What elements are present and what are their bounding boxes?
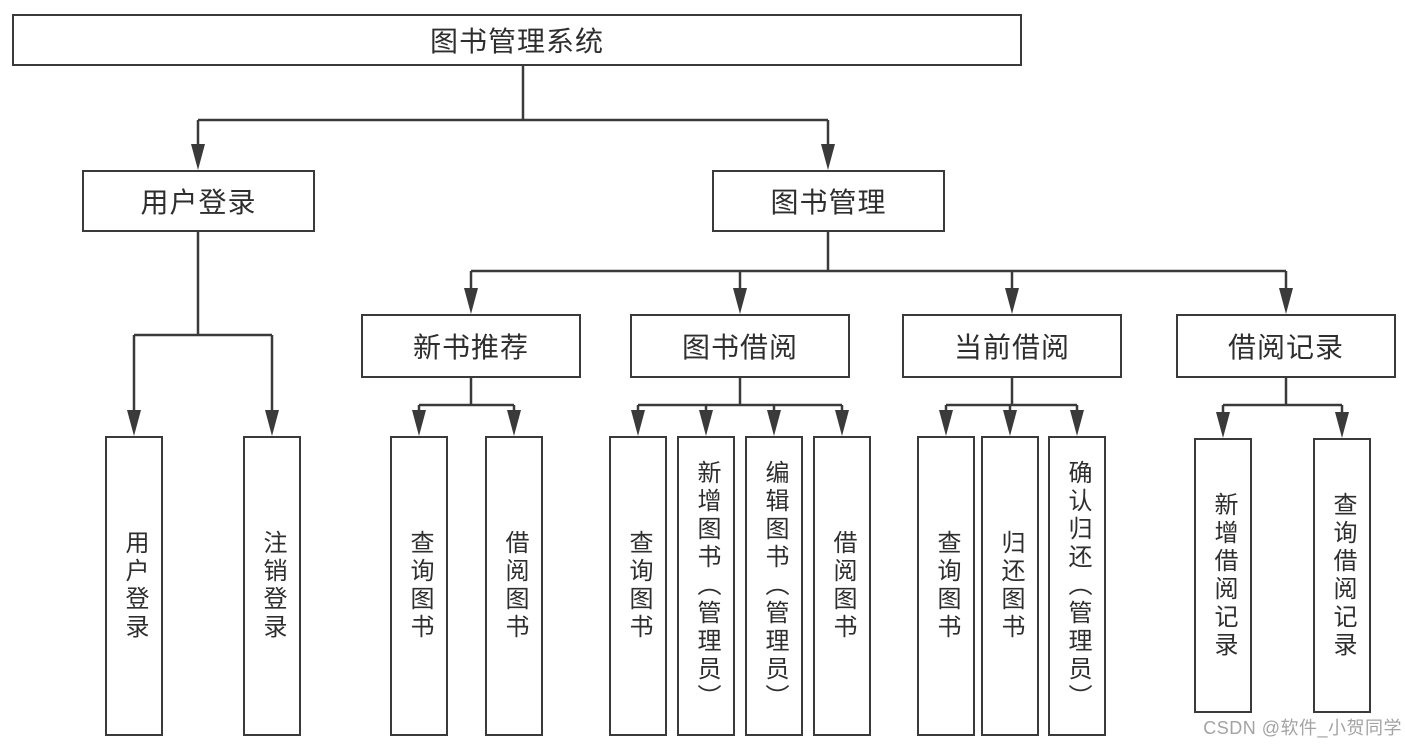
arrowhead (835, 410, 849, 436)
arrowhead (631, 410, 645, 436)
leaf-newbook-borrow-books: 借阅图书 (485, 436, 543, 736)
node-borrow-records: 借阅记录 (1176, 314, 1396, 378)
connector-current-borrow-to-leaves (939, 378, 1084, 436)
connector-new-book-to-leaves (412, 378, 521, 436)
arrowhead (699, 410, 713, 436)
connector-book-management-to-level3 (464, 232, 1293, 314)
node-new-book-recommend: 新书推荐 (361, 314, 581, 378)
leaf-current-return-books: 归还图书 (981, 436, 1039, 736)
node-book-borrow: 图书借阅 (630, 314, 850, 378)
arrowhead (265, 410, 279, 436)
node-book-management: 图书管理 (712, 170, 945, 232)
arrowhead (127, 410, 141, 436)
connector-borrow-record-to-leaves (1216, 378, 1349, 438)
leaf-record-add-borrow-record: 新增借阅记录 (1194, 438, 1252, 713)
arrowhead (821, 144, 835, 170)
arrowhead (507, 410, 521, 436)
arrowhead (1070, 410, 1084, 436)
connector-book-borrow-to-leaves (631, 378, 849, 436)
arrowhead (1216, 412, 1230, 438)
leaf-newbook-query-books: 查询图书 (390, 436, 448, 736)
leaf-borrow-add-books-admin: 新增图书（管理员） (677, 436, 735, 736)
leaf-borrow-edit-books-admin: 编辑图书（管理员） (745, 436, 803, 736)
arrowhead (1335, 412, 1349, 438)
leaf-record-query-borrow-record: 查询借阅记录 (1313, 438, 1371, 713)
arrowhead (733, 288, 747, 314)
leaf-user-login: 用户登录 (105, 436, 163, 736)
node-current-borrow: 当前借阅 (902, 314, 1122, 378)
leaf-borrow-borrow-books: 借阅图书 (813, 436, 871, 736)
node-library-management-system: 图书管理系统 (12, 14, 1022, 66)
leaf-logout: 注销登录 (243, 436, 301, 736)
arrowhead (191, 144, 205, 170)
connector-root-to-level2 (191, 66, 835, 170)
arrowhead (1279, 288, 1293, 314)
connector-user-login-to-leaves (127, 232, 279, 436)
arrowhead (464, 288, 478, 314)
leaf-borrow-query-books: 查询图书 (609, 436, 667, 736)
arrowhead (1003, 410, 1017, 436)
leaf-current-query-books: 查询图书 (917, 436, 975, 736)
arrowhead (1005, 288, 1019, 314)
arrowhead (767, 410, 781, 436)
arrowhead (412, 410, 426, 436)
node-user-login: 用户登录 (82, 170, 315, 232)
leaf-current-confirm-return-admin: 确认归还（管理员） (1048, 436, 1106, 736)
arrowhead (939, 410, 953, 436)
